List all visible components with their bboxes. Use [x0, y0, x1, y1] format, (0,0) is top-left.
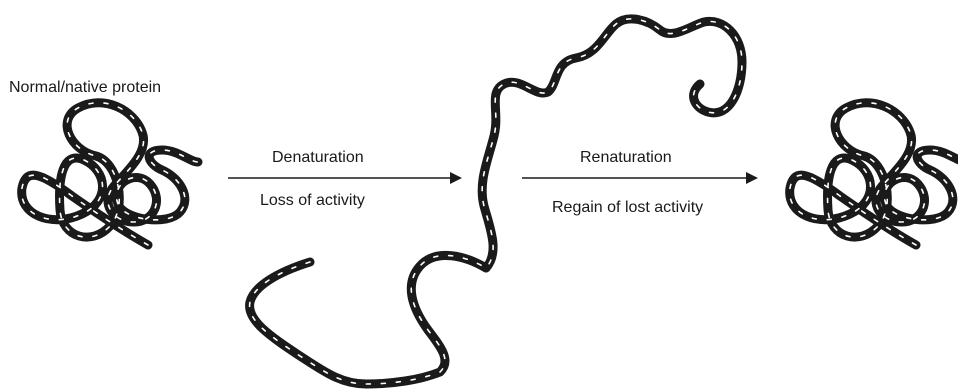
denatured-protein — [245, 14, 747, 389]
renaturation-label: Renaturation — [580, 149, 672, 166]
regain-activity-label: Regain of lost activity — [552, 199, 704, 216]
loss-of-activity-label: Loss of activity — [260, 192, 365, 209]
native-protein-left — [17, 98, 203, 250]
native-protein-label: Normal/native protein — [9, 79, 162, 96]
denaturation-label: Denaturation — [272, 149, 364, 166]
native-protein-right — [785, 98, 958, 250]
